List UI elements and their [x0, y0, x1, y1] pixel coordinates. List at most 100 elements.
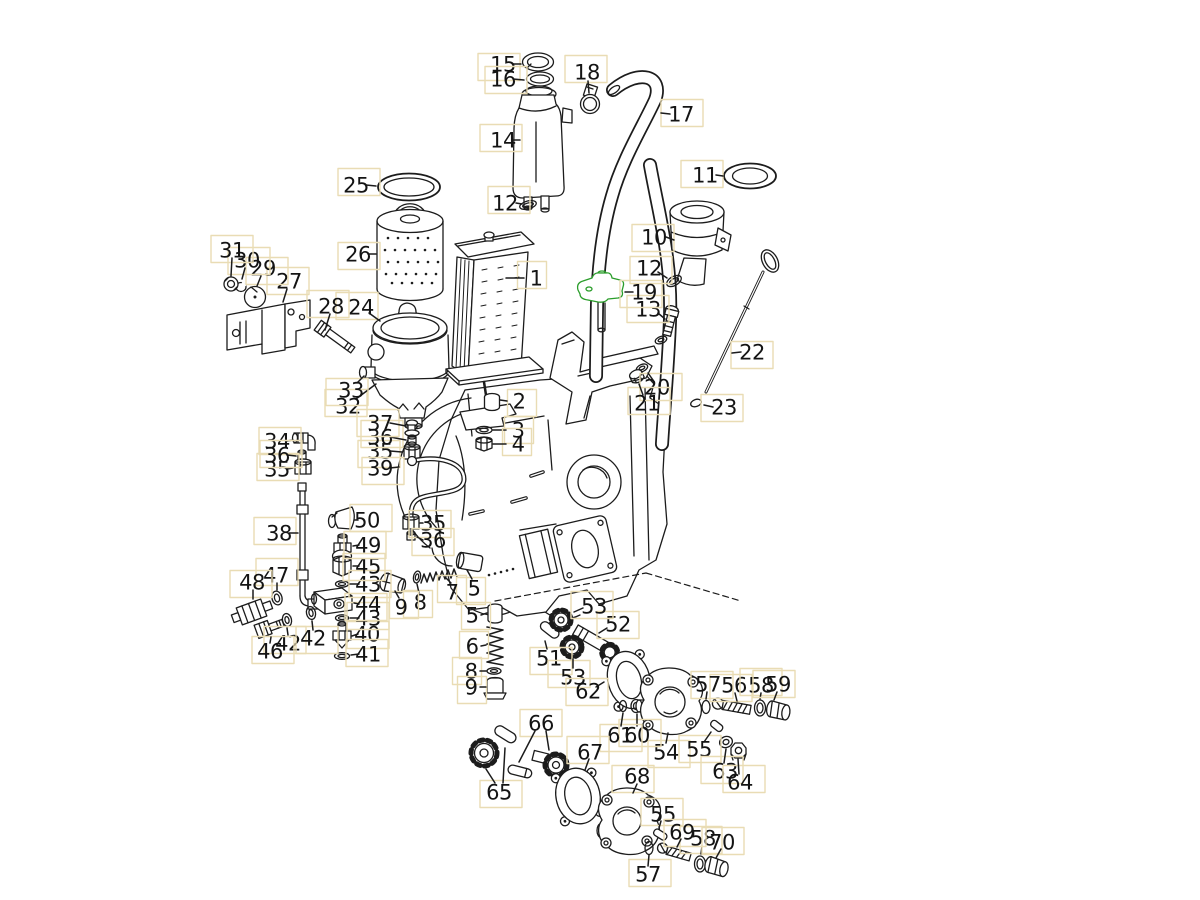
- part-label-34[interactable]: 34: [258, 426, 302, 456]
- part-label-16[interactable]: 16: [484, 65, 528, 95]
- label-hotspot-box[interactable]: [647, 739, 691, 769]
- part-label-12a[interactable]: 12: [487, 185, 531, 216]
- label-hotspot-box[interactable]: [295, 625, 339, 655]
- part-label-30[interactable]: 30: [227, 246, 271, 280]
- part-label-22[interactable]: 22: [730, 340, 774, 370]
- label-hotspot-box[interactable]: [245, 256, 289, 286]
- label-hotspot-box[interactable]: [640, 797, 684, 827]
- label-hotspot-box[interactable]: [484, 65, 528, 95]
- label-hotspot-box[interactable]: [344, 592, 388, 622]
- part-label-24[interactable]: 24: [335, 291, 381, 322]
- part-label-53b[interactable]: 53: [547, 658, 591, 690]
- label-hotspot-box[interactable]: [628, 858, 672, 888]
- label-hotspot-box[interactable]: [345, 638, 389, 668]
- part-label-61[interactable]: 61: [599, 712, 643, 753]
- part-label-13[interactable]: 13: [626, 294, 670, 324]
- part-label-5b[interactable]: 5: [460, 601, 492, 631]
- part-label-10[interactable]: 10: [631, 223, 675, 253]
- part-19-highlighted-drawing[interactable]: [576, 270, 625, 333]
- part-label-66[interactable]: 66: [518, 708, 563, 763]
- label-hotspot-box[interactable]: [458, 630, 490, 660]
- label-hotspot-box[interactable]: [564, 54, 608, 84]
- label-hotspot-box[interactable]: [342, 552, 386, 582]
- part-label-43b[interactable]: 43: [346, 601, 390, 631]
- part-label-31[interactable]: 31: [210, 234, 254, 277]
- part-label-39[interactable]: 39: [361, 457, 405, 486]
- part-label-67[interactable]: 67: [566, 735, 610, 771]
- label-hotspot-box[interactable]: [337, 167, 381, 197]
- part-label-8b[interactable]: 8: [451, 656, 487, 686]
- label-hotspot-box[interactable]: [357, 439, 401, 469]
- part-label-18[interactable]: 18: [564, 54, 608, 94]
- label-hotspot-box[interactable]: [325, 377, 369, 407]
- part-label-35b[interactable]: 35: [357, 439, 403, 469]
- label-hotspot-box[interactable]: [678, 734, 722, 764]
- label-hotspot-box[interactable]: [324, 388, 368, 418]
- part-label-9a[interactable]: 9: [388, 590, 420, 620]
- label-hotspot-box[interactable]: [700, 755, 744, 785]
- label-hotspot-box[interactable]: [360, 419, 404, 449]
- part-label-64[interactable]: 64: [722, 758, 766, 795]
- part-label-42b[interactable]: 42: [295, 620, 339, 655]
- part-label-36c[interactable]: 36: [411, 527, 455, 557]
- part-label-47[interactable]: 47: [255, 557, 299, 591]
- part-label-46[interactable]: 46: [251, 635, 295, 665]
- label-hotspot-box[interactable]: [436, 574, 468, 604]
- part-label-21[interactable]: 21: [627, 383, 671, 416]
- label-hotspot-box[interactable]: [253, 516, 297, 546]
- part-label-60[interactable]: 60: [618, 713, 662, 748]
- part-label-62[interactable]: 62: [565, 677, 609, 707]
- label-hotspot-box[interactable]: [456, 675, 488, 705]
- label-hotspot-box[interactable]: [752, 669, 796, 699]
- part-label-54[interactable]: 54: [647, 732, 691, 769]
- part-label-17[interactable]: 17: [660, 98, 704, 128]
- part-label-38[interactable]: 38: [253, 516, 299, 546]
- part-label-19[interactable]: 19: [619, 279, 663, 309]
- label-hotspot-box[interactable]: [479, 779, 523, 809]
- part-label-23[interactable]: 23: [700, 393, 744, 423]
- label-hotspot-box[interactable]: [519, 708, 563, 738]
- part-label-12b[interactable]: 12: [629, 255, 673, 285]
- part-label-33[interactable]: 33: [325, 375, 369, 407]
- label-hotspot-box[interactable]: [229, 569, 273, 599]
- part-label-7[interactable]: 7: [436, 574, 468, 605]
- label-hotspot-box[interactable]: [346, 620, 390, 650]
- part-label-69[interactable]: 69: [663, 818, 707, 848]
- part-label-59[interactable]: 59: [752, 669, 796, 701]
- label-hotspot-box[interactable]: [730, 340, 774, 370]
- part-label-57b[interactable]: 57: [628, 854, 672, 888]
- part-label-27[interactable]: 27: [266, 266, 310, 303]
- part-label-4[interactable]: 4: [492, 427, 533, 457]
- part-label-35c[interactable]: 35: [408, 509, 452, 539]
- label-hotspot-box[interactable]: [631, 223, 675, 253]
- part-label-3[interactable]: 3: [492, 415, 535, 445]
- label-hotspot-box[interactable]: [629, 255, 673, 285]
- part-label-43a[interactable]: 43: [348, 569, 392, 599]
- label-hotspot-box[interactable]: [709, 673, 753, 703]
- label-hotspot-box[interactable]: [722, 764, 766, 794]
- label-hotspot-box[interactable]: [408, 509, 452, 539]
- label-hotspot-box[interactable]: [263, 625, 307, 655]
- label-hotspot-box[interactable]: [306, 289, 350, 319]
- part-label-65[interactable]: 65: [479, 747, 523, 809]
- part-label-28[interactable]: 28: [306, 289, 350, 331]
- label-hotspot-box[interactable]: [411, 527, 455, 557]
- part-label-29[interactable]: 29: [245, 256, 289, 287]
- part-label-55a[interactable]: 55: [678, 731, 722, 764]
- label-hotspot-box[interactable]: [690, 670, 734, 700]
- label-hotspot-box[interactable]: [547, 659, 591, 689]
- part-label-6[interactable]: 6: [458, 630, 490, 660]
- part-label-68[interactable]: 68: [611, 765, 655, 794]
- part-label-14[interactable]: 14: [479, 123, 523, 153]
- part-label-9b[interactable]: 9: [456, 675, 488, 705]
- label-hotspot-box[interactable]: [596, 610, 640, 640]
- part-label-26[interactable]: 26: [337, 241, 381, 271]
- part-label-41[interactable]: 41: [345, 638, 389, 668]
- label-hotspot-box[interactable]: [619, 279, 663, 309]
- part-label-25[interactable]: 25: [337, 167, 381, 198]
- part-label-40[interactable]: 40: [346, 620, 390, 650]
- part-label-1[interactable]: 1: [505, 260, 548, 291]
- part-label-36a[interactable]: 36: [259, 439, 303, 469]
- part-label-49[interactable]: 49: [343, 530, 387, 560]
- label-hotspot-box[interactable]: [663, 818, 707, 848]
